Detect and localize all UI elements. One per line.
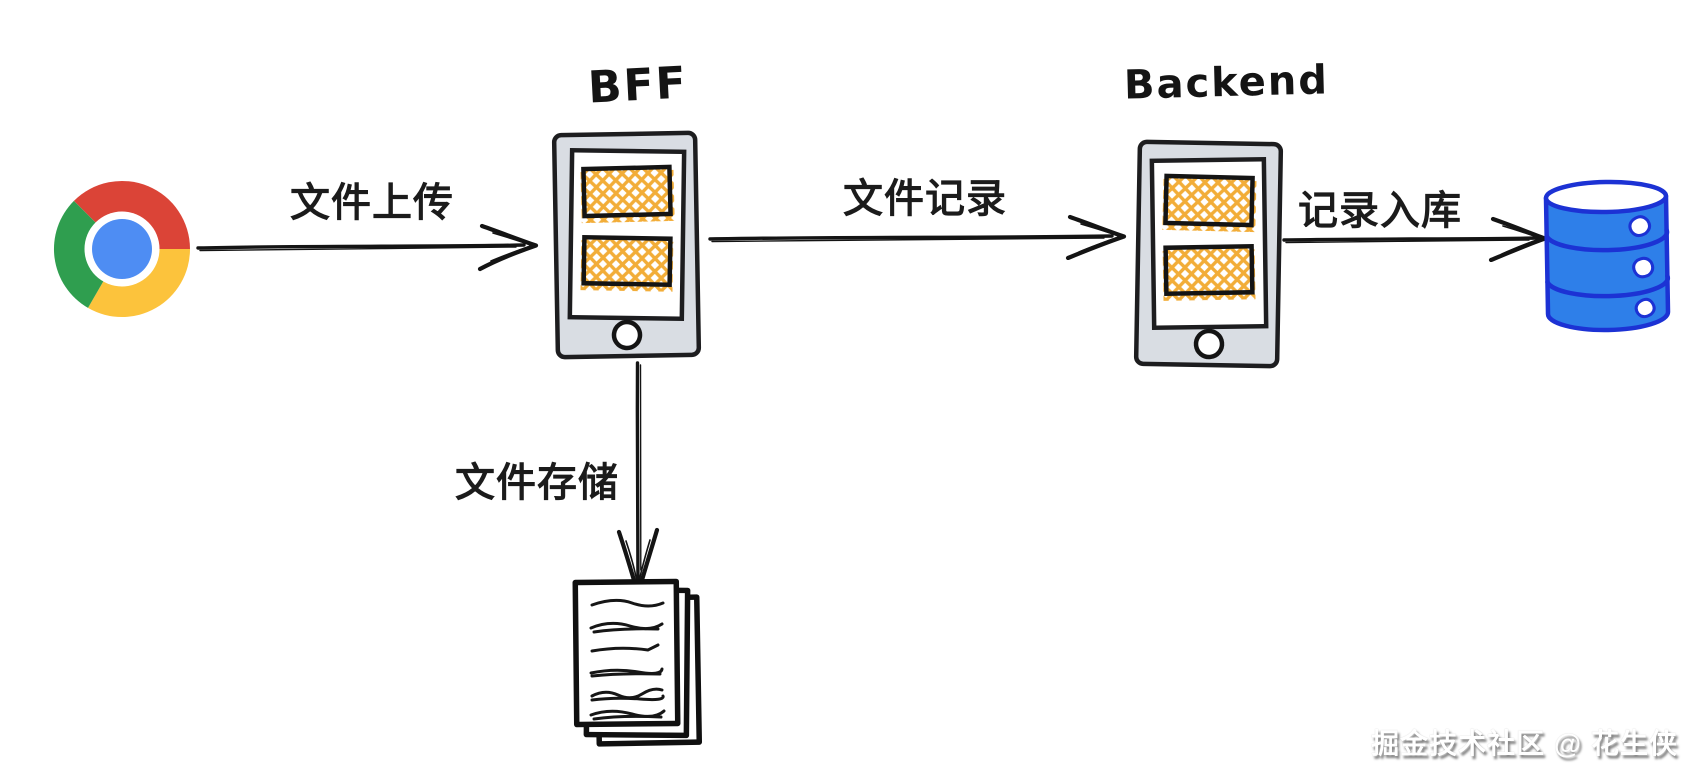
edge-label-file-upload: 文件上传 (290, 181, 454, 225)
document-stack-icon (572, 578, 703, 747)
bff-server-icon (551, 130, 702, 360)
chrome-browser-icon (53, 180, 190, 318)
backend-title: Backend (1123, 57, 1330, 109)
bff-title: BFF (586, 57, 689, 114)
database-icon (1543, 179, 1671, 333)
arrow-file-upload (196, 223, 539, 272)
edge-label-record-to-db: 记录入库 (1298, 189, 1462, 233)
edge-label-file-record: 文件记录 (843, 177, 1007, 221)
watermark-text: 掘金技术社区 @ 花生侠 (1371, 728, 1678, 759)
backend-server-icon (1133, 139, 1284, 369)
arrow-file-record (708, 214, 1127, 260)
edge-label-file-storage: 文件存储 (455, 461, 619, 505)
